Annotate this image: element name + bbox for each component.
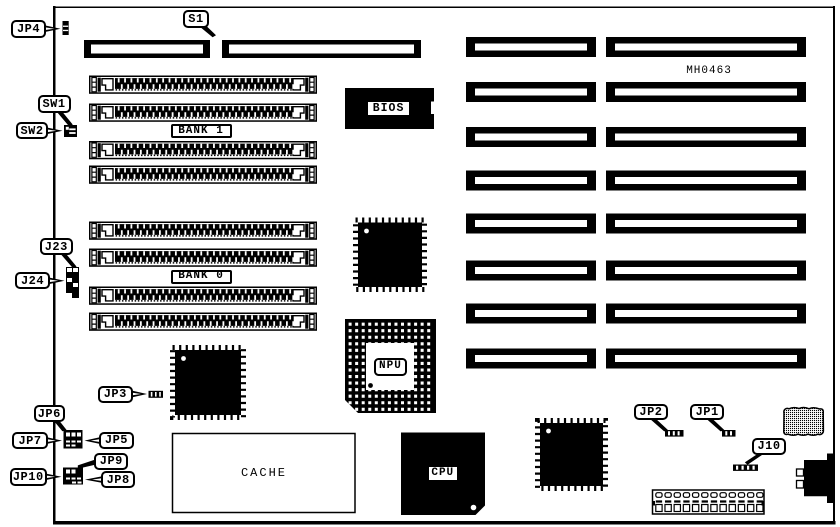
top-edge-connector-right — [222, 40, 421, 58]
expansion-slot-2-short — [466, 82, 596, 102]
expansion-slot-5-short — [466, 213, 596, 234]
callout-j23: J23 — [40, 238, 73, 256]
expansion-slot-4-short — [466, 170, 596, 191]
jumper-jp1 — [722, 430, 736, 437]
jumper-j10 — [733, 464, 758, 471]
simm-socket-2 — [89, 103, 317, 122]
callout-sw1: SW1 — [37, 95, 71, 113]
expansion-slot-1-short — [466, 37, 596, 57]
callout-j24: J24 — [15, 272, 50, 290]
part-number: MH0463 — [686, 65, 732, 77]
callout-j10: J10 — [752, 437, 786, 456]
simm-socket-7 — [89, 286, 317, 305]
simm-socket-6 — [89, 248, 317, 267]
callout-s1: S1 — [183, 9, 209, 28]
expansion-slot-6-long — [606, 260, 806, 281]
keyboard-connector — [795, 453, 835, 503]
expansion-slot-4-long — [606, 170, 806, 191]
jumper-jp2 — [665, 430, 684, 437]
cache-chip — [171, 432, 356, 514]
power-connector — [651, 489, 765, 515]
label-bank1: BANK 1 — [170, 124, 232, 138]
callout-jp2: JP2 — [634, 403, 668, 420]
callout-jp9: JP9 — [94, 452, 129, 470]
board-outline — [53, 6, 836, 525]
expansion-slot-8-long — [606, 348, 806, 369]
callout-jp6: JP6 — [33, 405, 65, 423]
simm-socket-4 — [89, 165, 317, 184]
expansion-slot-1-long — [606, 37, 806, 57]
callout-jp1: JP1 — [690, 403, 724, 420]
expansion-slot-3-long — [606, 127, 806, 147]
expansion-slot-3-short — [466, 127, 596, 147]
qfp-chip-right — [535, 418, 608, 491]
label-bank0: BANK 0 — [170, 269, 232, 284]
jumper-jp4 — [62, 21, 69, 35]
callout-jp10: JP10 — [10, 467, 47, 486]
simm-socket-5 — [89, 221, 317, 240]
expansion-slot-7-short — [466, 303, 596, 324]
callout-jp4: JP4 — [11, 19, 46, 39]
header-j23-j24 — [66, 267, 79, 298]
callout-pointers — [45, 25, 763, 483]
qfp-chip-left — [170, 345, 246, 420]
jumper-block-jp8910 — [63, 467, 83, 485]
jumper-block-jp567 — [63, 430, 83, 449]
expansion-slot-7-long — [606, 303, 806, 324]
dip-switch-sw — [64, 125, 77, 137]
simm-socket-1 — [89, 75, 317, 94]
bios-label: BIOS — [367, 101, 410, 116]
textured-component — [782, 406, 825, 436]
expansion-slot-5-long — [606, 213, 806, 234]
callout-jp8: JP8 — [101, 471, 136, 489]
expansion-slot-6-short — [466, 260, 596, 281]
expansion-slot-2-long — [606, 82, 806, 102]
callout-jp3: JP3 — [97, 385, 133, 403]
qfp-chip-top — [353, 217, 427, 292]
callout-sw2: SW2 — [16, 121, 48, 140]
callout-jp5: JP5 — [98, 431, 135, 449]
expansion-slot-8-short — [466, 348, 596, 369]
cache-label: CACHE — [240, 465, 287, 480]
simm-socket-3 — [89, 141, 317, 160]
callout-jp7: JP7 — [12, 431, 48, 450]
jumper-jp3 — [148, 390, 163, 398]
simm-socket-8 — [89, 312, 317, 331]
cpu-label: CPU — [428, 465, 458, 482]
npu-label: NPU — [373, 357, 408, 376]
top-edge-connector-left — [84, 40, 210, 58]
